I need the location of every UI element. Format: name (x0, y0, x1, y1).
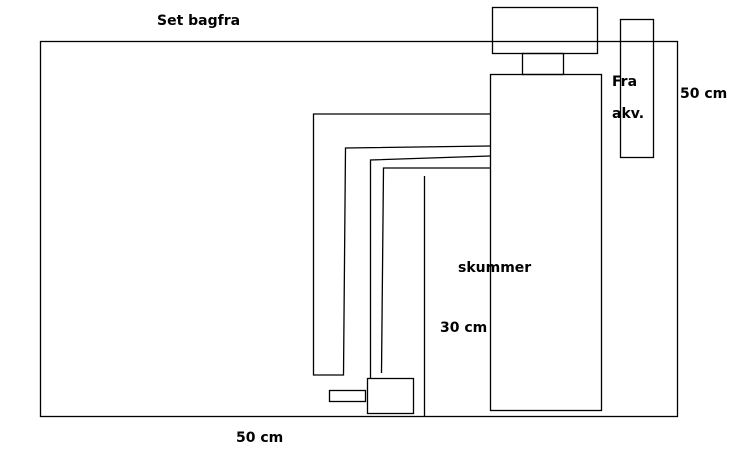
pipe-outer (312, 113, 491, 376)
pump-outlet (328, 389, 367, 403)
inlet-from-aquarium (619, 18, 655, 159)
title-label: Set bagfra (157, 13, 241, 29)
from-label: Fra (612, 74, 638, 90)
depth-label: 30 cm (440, 320, 488, 336)
pipe-innermost (380, 167, 490, 374)
skimmer-pump-head (491, 6, 599, 55)
skimmer-label: skummer (458, 260, 532, 276)
width-label: 50 cm (236, 430, 284, 446)
aquarium-label: akv. (612, 106, 645, 122)
sump-outline (39, 40, 679, 418)
height-label: 50 cm (680, 86, 728, 102)
skimmer-neck (521, 52, 565, 76)
return-pump (366, 377, 415, 415)
pipe-inner (369, 155, 491, 378)
skimmer-body (489, 73, 603, 412)
